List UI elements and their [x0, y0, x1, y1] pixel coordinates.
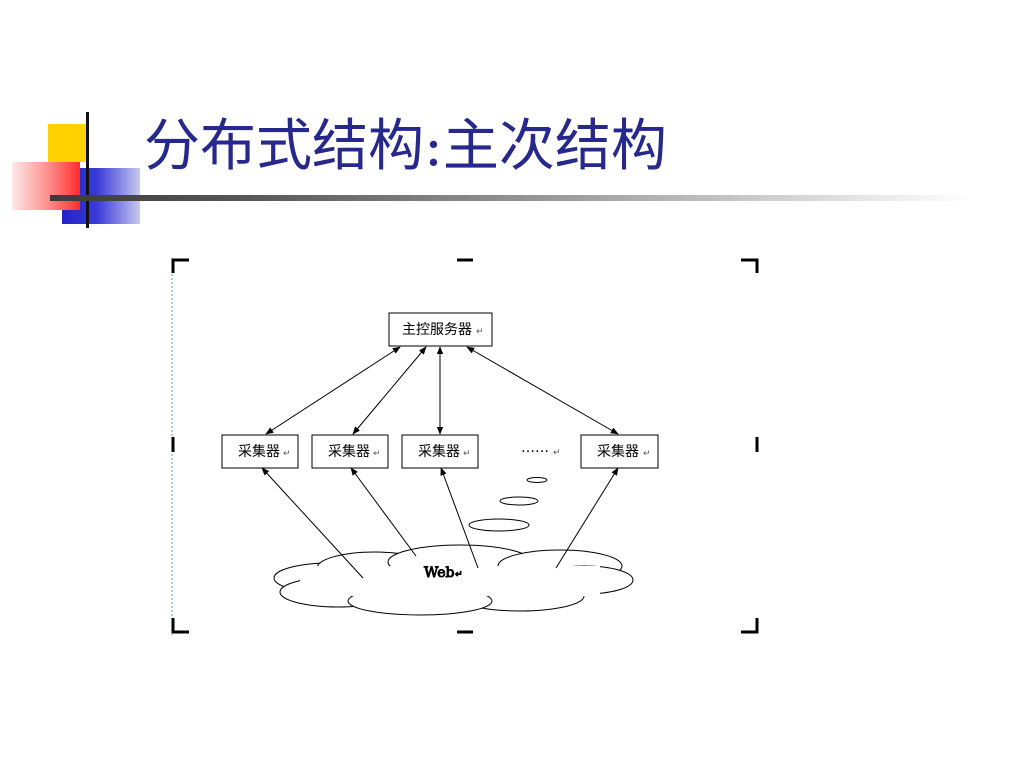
collector-label: 采集器 — [238, 443, 280, 460]
decor-yellow-square — [48, 124, 86, 162]
bubble-ellipses — [468, 477, 548, 532]
collector-label: 采集器 — [597, 443, 639, 460]
master-server-label: 主控服务器 — [402, 322, 472, 338]
collector-node-4[interactable]: 采集器 ↵ — [580, 434, 659, 469]
collector-node-2[interactable]: 采集器 ↵ — [311, 434, 389, 469]
title-underline — [50, 195, 970, 201]
decor-red-square — [12, 162, 80, 210]
ellipsis-return-mark: ↵ — [553, 448, 561, 458]
collector-node-3[interactable]: 采集器 ↵ — [401, 434, 479, 469]
decor-vertical-line — [86, 112, 89, 228]
more-collectors-ellipsis: …… — [521, 440, 549, 456]
picture-frame — [171, 258, 759, 635]
master-server-node[interactable]: 主控服务器 ↵ — [388, 312, 493, 347]
collector-return-mark: ↵ — [463, 449, 471, 459]
collector-return-mark: ↵ — [643, 449, 651, 459]
collector-label: 采集器 — [328, 443, 370, 460]
server-return-mark: ↵ — [476, 327, 484, 337]
web-cloud: Web ↵ — [273, 544, 634, 616]
web-collector-arrows — [261, 467, 619, 579]
server-collector-arrows — [265, 346, 619, 435]
collector-node-1[interactable]: 采集器 ↵ — [221, 434, 299, 469]
collector-return-mark: ↵ — [283, 449, 291, 459]
web-return-mark: ↵ — [455, 570, 463, 580]
collector-return-mark: ↵ — [373, 449, 381, 459]
slide-title: 分布式结构:主次结构 — [144, 114, 667, 179]
collector-label: 采集器 — [418, 443, 460, 460]
web-label: Web — [424, 565, 455, 581]
